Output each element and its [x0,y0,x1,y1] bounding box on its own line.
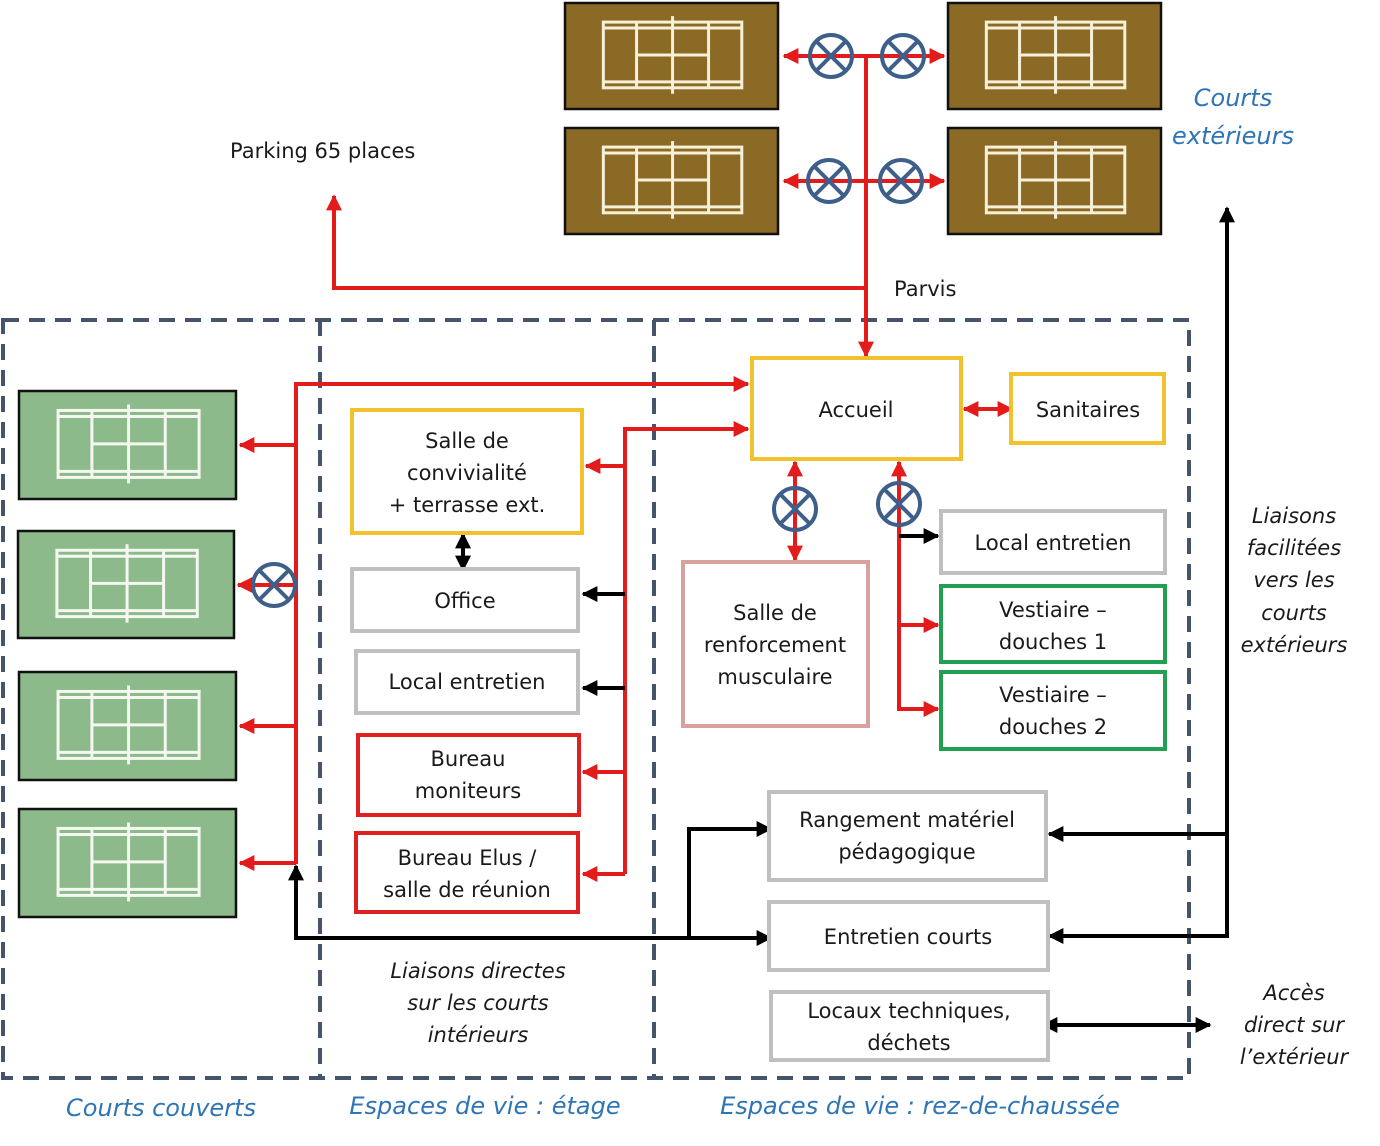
control-point-icon [880,33,926,79]
room-local-entretien-etage[interactable]: Local entretien [354,649,580,715]
room-label: Accueil [819,398,894,422]
room-salle-renforcement[interactable]: Salle de renforcement musculaire [681,560,870,728]
red-links [236,48,1014,882]
outdoor-court-1 [563,1,780,111]
room-vestiaire-1[interactable]: Vestiaire – douches 1 [939,584,1167,664]
room-label: Bureau [431,747,506,771]
room-accueil[interactable]: Accueil [750,356,963,461]
annotation-line: courts [1261,601,1327,625]
room-label: moniteurs [415,779,522,803]
outdoor-courts-label-line: extérieurs [1172,122,1294,150]
room-label: déchets [867,1031,950,1055]
indoor-courts [16,389,238,919]
annotation-line: sur les courts [407,991,549,1015]
outdoor-courts-label: Courts extérieurs [1172,84,1294,150]
annotation-line: Liaisons directes [390,959,565,983]
control-point-icon [878,158,924,204]
room-label: musculaire [717,665,832,689]
room-label: Vestiaire – [999,683,1107,707]
control-point-icon [808,33,854,79]
annotation-line: Accès [1261,981,1324,1005]
outdoor-courts [563,1,1163,236]
outdoor-court-2 [946,1,1163,111]
room-label: Bureau Elus / [398,846,538,870]
liaisons-int-label: Liaisons directes sur les courts intérie… [390,959,565,1047]
room-label: Local entretien [389,670,546,694]
room-label: + terrasse ext. [389,493,546,517]
annotation-line: facilitées [1247,536,1341,560]
indoor-court-2 [16,529,236,640]
link-entretien-indoor-courts [288,864,773,940]
room-office[interactable]: Office [350,567,580,633]
link-indoor-trunk [294,376,750,864]
room-label: pédagogique [838,840,975,864]
room-entretien-courts[interactable]: Entretien courts [767,900,1050,972]
zone-label-etage: Espaces de vie : étage [349,1092,620,1120]
outdoor-court-3 [563,126,780,236]
indoor-court-1 [17,389,238,501]
link-parking [326,194,866,290]
annotation-line: extérieurs [1241,633,1348,657]
black-links [288,206,1235,1033]
room-label: Office [434,589,495,613]
room-label: douches 1 [999,630,1107,654]
room-label: Salle de [425,429,509,453]
room-label: douches 2 [999,715,1107,739]
indoor-court-3 [17,670,238,782]
link-etage-trunk [623,421,750,874]
parvis-label: Parvis [894,277,956,301]
control-symbols [251,33,926,608]
control-point-icon [772,486,818,532]
room-bureau-elus[interactable]: Bureau Elus / salle de réunion [354,831,580,914]
room-label: Vestiaire – [999,598,1107,622]
indoor-court-4 [17,807,238,919]
control-point-icon [251,562,297,608]
annotation-line: vers les [1253,568,1334,592]
zone-outer-border [1,318,1191,1080]
room-bureau-moniteurs[interactable]: Bureau moniteurs [356,733,581,817]
control-point-icon [876,481,922,527]
outdoor-courts-label-line: Courts [1194,84,1272,112]
parking-label: Parking 65 places [230,139,415,163]
annotation-line: l’extérieur [1240,1045,1350,1069]
room-label: Entretien courts [824,925,992,949]
control-point-icon [806,158,852,204]
zone-borders [1,318,1191,1080]
rooms: Accueil Sanitaires Salle de convivialité… [350,356,1167,1062]
room-vestiaire-2[interactable]: Vestiaire – douches 2 [939,670,1167,751]
room-label: convivialité [407,461,527,485]
room-label: renforcement [704,633,846,657]
room-label: Sanitaires [1036,398,1140,422]
room-label: Locaux techniques, [807,999,1010,1023]
room-sanitaires[interactable]: Sanitaires [1009,372,1166,445]
room-label: Local entretien [975,531,1132,555]
annotation-line: Liaisons [1252,504,1336,528]
room-rangement[interactable]: Rangement matériel pédagogique [767,790,1048,882]
liaisons-ext-label: Liaisons facilitées vers les courts exté… [1241,504,1348,657]
acces-ext-label: Accès direct sur l’extérieur [1240,981,1350,1069]
annotation-line: direct sur [1244,1013,1345,1037]
room-label: salle de réunion [383,878,551,902]
outdoor-court-4 [946,126,1163,236]
link-rangement-from-courts [687,821,773,938]
zone-label-courts-couverts: Courts couverts [66,1094,256,1122]
room-label: Rangement matériel [799,808,1015,832]
room-local-entretien-rdc[interactable]: Local entretien [939,509,1167,575]
room-label: Salle de [733,601,817,625]
link-accueil-vestiaires [891,460,940,717]
room-locaux-techniques[interactable]: Locaux techniques, déchets [769,990,1050,1062]
annotation-line: intérieurs [428,1023,529,1047]
room-salle-convivialite[interactable]: Salle de convivialité + terrasse ext. [350,408,584,535]
zone-label-rdc: Espaces de vie : rez-de-chaussée [720,1092,1120,1120]
